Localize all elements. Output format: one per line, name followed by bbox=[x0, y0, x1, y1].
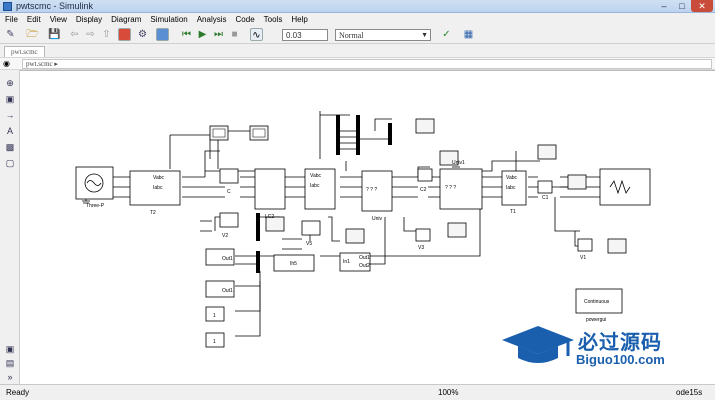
menu-edit[interactable]: Edit bbox=[26, 15, 41, 24]
library-browser-icon[interactable] bbox=[118, 28, 131, 41]
stop-icon[interactable]: ■ bbox=[231, 29, 238, 40]
c1-block-label[interactable]: C1 bbox=[542, 195, 549, 201]
v3-block-label[interactable]: V3 bbox=[418, 245, 424, 251]
menu-display[interactable]: Display bbox=[75, 15, 103, 24]
meas2-vabc-port: Vabc bbox=[310, 173, 322, 179]
image-icon[interactable]: ▩ bbox=[5, 142, 15, 152]
scope-icon[interactable]: ∿ bbox=[250, 28, 263, 41]
open-folder-icon[interactable]: 🗁 bbox=[26, 29, 39, 40]
watermark-text-cn: 必过源码 bbox=[578, 332, 662, 354]
expand-chevron-icon[interactable]: » bbox=[7, 372, 13, 382]
area-icon[interactable]: ▢ bbox=[5, 158, 15, 168]
subsys-out1-port: Out1 bbox=[359, 255, 370, 261]
up-arrow-icon[interactable]: ⇧ bbox=[102, 29, 111, 40]
t2-block-label[interactable]: T2 bbox=[150, 210, 156, 216]
simulation-mode-value: Normal bbox=[339, 31, 364, 40]
univ-block-label[interactable]: Univ bbox=[372, 216, 383, 222]
source-block-label[interactable]: Three-P bbox=[86, 203, 105, 209]
status-solver[interactable]: ode15s bbox=[676, 388, 703, 397]
c2-block-label[interactable]: C2 bbox=[420, 187, 427, 193]
out1-block-b[interactable]: Out1 bbox=[222, 288, 233, 294]
left-palette: ⊕ ▣ → A ▩ ▢ ▣ ▤ » bbox=[0, 70, 20, 384]
menu-bar: File Edit View Display Diagram Simulatio… bbox=[0, 13, 715, 26]
t2-iabc-port: Iabc bbox=[153, 185, 163, 191]
meas2-iabc-port: Iabc bbox=[310, 183, 320, 189]
t1-iabc-port: Iabc bbox=[506, 185, 516, 191]
annotation-icon[interactable]: A bbox=[6, 126, 13, 136]
step-forward-icon[interactable]: ⏭ bbox=[214, 29, 223, 40]
watermark-text-en: Biguo100.com bbox=[576, 352, 665, 367]
out1-block-a[interactable]: Out1 bbox=[222, 256, 233, 262]
close-icon[interactable]: ✕ bbox=[691, 0, 713, 12]
v2-block-label[interactable]: V2 bbox=[222, 233, 228, 239]
model-canvas[interactable]: Three-P Vabc Iabc T2 C V2 LC2 Vabc Iabc … bbox=[20, 70, 715, 384]
powergui-label: powergui bbox=[586, 317, 606, 323]
univ1-qqq: ? ? ? bbox=[445, 185, 456, 191]
lc2-block-label[interactable]: LC2 bbox=[265, 214, 274, 220]
univ-qqq: ? ? ? bbox=[366, 187, 377, 193]
chevron-down-icon: ▼ bbox=[421, 31, 428, 39]
tab-strip: pwt.scmc bbox=[0, 44, 715, 57]
window-title: pwtscmc - Simulink bbox=[16, 1, 94, 11]
breadcrumb-model[interactable]: pwt.scmc bbox=[26, 60, 53, 68]
data-inspector-icon[interactable]: ▦ bbox=[463, 29, 474, 40]
menu-tools[interactable]: Tools bbox=[263, 15, 283, 24]
block-diagram: Three-P Vabc Iabc T2 C V2 LC2 Vabc Iabc … bbox=[75, 111, 651, 348]
back-arrow-icon[interactable]: ⇦ bbox=[70, 29, 79, 40]
ih5-block[interactable]: Ih5 bbox=[290, 261, 297, 267]
fit-to-view-icon[interactable]: ▣ bbox=[5, 94, 15, 104]
title-bar: pwtscmc - Simulink – □ ✕ bbox=[0, 0, 715, 13]
model-settings-gear-icon[interactable]: ⚙ bbox=[138, 29, 147, 40]
menu-diagram[interactable]: Diagram bbox=[111, 15, 142, 24]
step-back-icon[interactable]: ⏮ bbox=[182, 29, 191, 40]
in1-port: In1 bbox=[343, 259, 350, 265]
menu-code[interactable]: Code bbox=[235, 15, 255, 24]
status-bar: Ready 100% ode15s bbox=[0, 384, 715, 400]
model-path-breadcrumb[interactable]: pwt.scmc ▸ bbox=[22, 59, 712, 69]
status-zoom[interactable]: 100% bbox=[438, 388, 459, 397]
simulink-app-icon bbox=[3, 2, 12, 11]
menu-analysis[interactable]: Analysis bbox=[196, 15, 227, 24]
menu-simulation[interactable]: Simulation bbox=[150, 15, 188, 24]
subsys-out2-port: Out2 bbox=[359, 263, 370, 269]
run-play-icon[interactable]: ▶ bbox=[198, 29, 207, 40]
t1-block-label[interactable]: T1 bbox=[510, 209, 516, 215]
graduation-cap-icon bbox=[502, 326, 574, 363]
property-icon[interactable]: ▤ bbox=[5, 358, 15, 368]
new-model-icon[interactable]: ✎ bbox=[6, 29, 15, 40]
breadcrumb-arrow-icon: ▸ bbox=[54, 60, 58, 68]
maximize-icon[interactable]: □ bbox=[679, 1, 685, 11]
t2-vabc-port: Vabc bbox=[153, 175, 165, 181]
minimize-icon[interactable]: – bbox=[661, 1, 667, 11]
const1-block[interactable]: 1 bbox=[213, 313, 216, 319]
menu-help[interactable]: Help bbox=[291, 15, 308, 24]
status-ready: Ready bbox=[6, 388, 30, 397]
screenshot-icon[interactable]: ▣ bbox=[5, 344, 15, 354]
menu-file[interactable]: File bbox=[5, 15, 18, 24]
model-explorer-icon[interactable] bbox=[156, 28, 169, 41]
forward-arrow-icon[interactable]: ⇨ bbox=[86, 29, 95, 40]
tab-model[interactable]: pwt.scmc bbox=[4, 46, 45, 57]
simulation-mode-select[interactable]: Normal ▼ bbox=[335, 29, 431, 41]
univ1-block-label[interactable]: Univ1 bbox=[452, 160, 465, 166]
hide-browser-icon[interactable]: ◉ bbox=[3, 59, 10, 68]
zoom-in-icon[interactable]: ⊕ bbox=[6, 78, 14, 88]
menu-view[interactable]: View bbox=[49, 15, 67, 24]
c-block-label[interactable]: C bbox=[227, 189, 231, 195]
const2-block[interactable]: 1 bbox=[213, 339, 216, 345]
v5-block-label[interactable]: V5 bbox=[306, 241, 312, 247]
watermark-logo: 必过源码 Biguo100.com bbox=[498, 322, 698, 372]
continuous-label[interactable]: Continuous bbox=[584, 299, 610, 305]
arrow-icon[interactable]: → bbox=[5, 110, 15, 120]
check-model-icon[interactable]: ✓ bbox=[442, 29, 451, 40]
t1-vabc-port: Vabc bbox=[506, 175, 518, 181]
address-bar: ◉ pwt.scmc ▸ bbox=[0, 57, 715, 70]
save-icon[interactable]: 💾 bbox=[48, 29, 61, 40]
stop-time-input[interactable]: 0.03 bbox=[282, 29, 328, 41]
v1-block-label[interactable]: V1 bbox=[580, 255, 586, 261]
